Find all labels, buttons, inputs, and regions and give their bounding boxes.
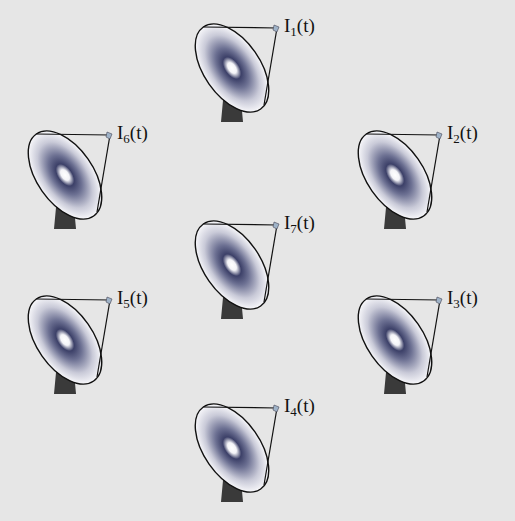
dish-antenna <box>180 11 283 125</box>
signal-label: I5(t) <box>117 288 148 307</box>
dish-antenna <box>180 391 283 505</box>
signal-label: I6(t) <box>117 123 148 142</box>
dish-antenna <box>13 283 116 397</box>
dish-antenna <box>13 118 116 232</box>
dish-antenna <box>343 283 446 397</box>
signal-label: I7(t) <box>284 213 315 232</box>
signal-label: I3(t) <box>447 288 478 307</box>
signal-label: I2(t) <box>447 123 478 142</box>
dish-antenna <box>180 208 283 322</box>
dish-antenna <box>343 118 446 232</box>
signal-label: I4(t) <box>284 396 315 415</box>
signal-label: I1(t) <box>284 16 315 35</box>
